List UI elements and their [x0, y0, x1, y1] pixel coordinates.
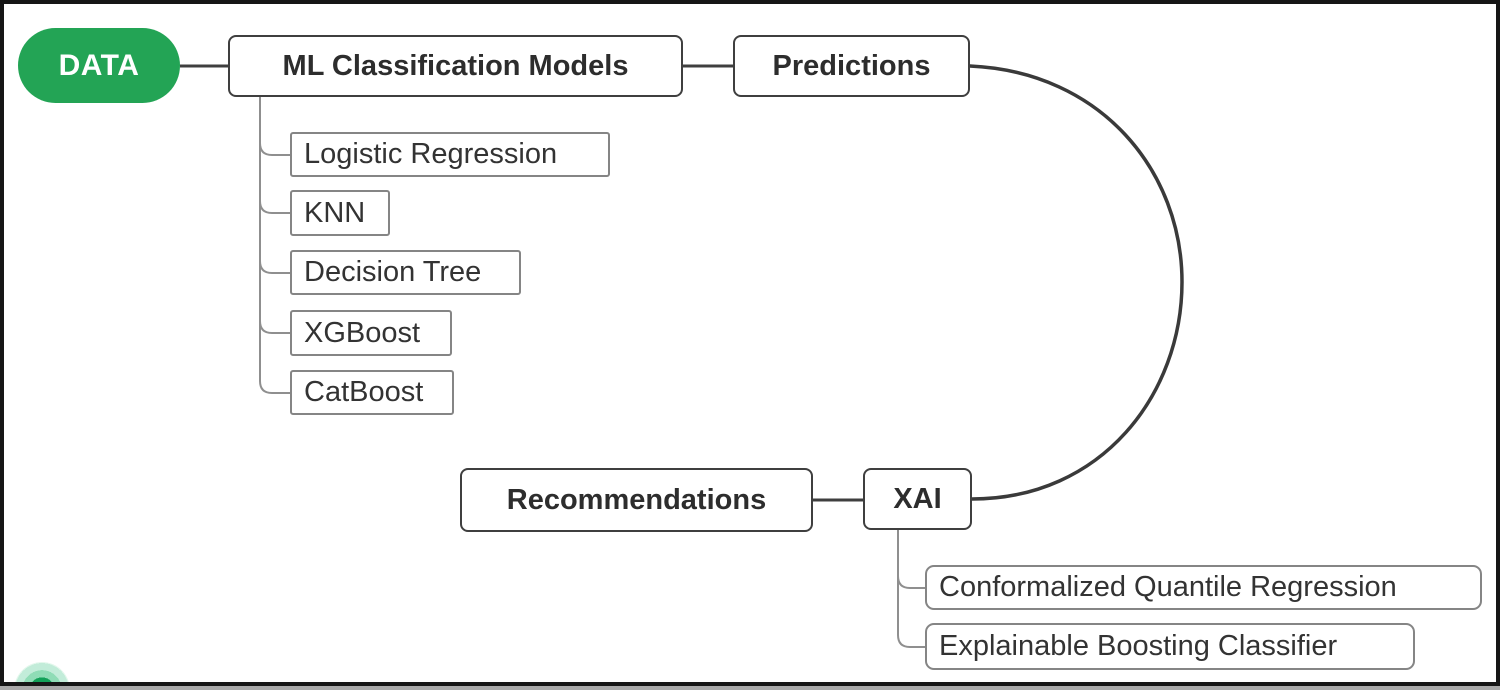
branch-catboost: [259, 380, 290, 394]
node-xai[interactable]: XAI: [863, 468, 972, 530]
node-knn[interactable]: KNN: [290, 190, 390, 236]
branch-xgboost: [259, 320, 290, 334]
node-recommendations[interactable]: Recommendations: [460, 468, 813, 532]
node-conformalized-quantile-regression[interactable]: Conformalized Quantile Regression: [925, 565, 1482, 610]
branch-knn: [259, 200, 290, 214]
link-predictions-xai-curve: [968, 64, 1184, 501]
connector-lines: [180, 64, 1184, 648]
node-decision-tree[interactable]: Decision Tree: [290, 250, 521, 295]
node-catboost[interactable]: CatBoost: [290, 370, 454, 415]
node-xgboost[interactable]: XGBoost: [290, 310, 452, 356]
node-ml-classification-models[interactable]: ML Classification Models: [228, 35, 683, 97]
branch-logistic-regression: [259, 142, 290, 156]
bottom-edge-strip: [0, 686, 1500, 690]
green-rings-logo: [14, 662, 70, 682]
node-logistic-regression[interactable]: Logistic Regression: [290, 132, 610, 177]
diagram-canvas: DATA ML Classification Models Prediction…: [4, 4, 1496, 682]
node-data[interactable]: DATA: [18, 28, 180, 103]
branch-ebc: [897, 634, 925, 648]
node-predictions[interactable]: Predictions: [733, 35, 970, 97]
branch-cqr: [897, 575, 925, 589]
branch-decision-tree: [259, 260, 290, 274]
node-explainable-boosting-classifier[interactable]: Explainable Boosting Classifier: [925, 623, 1415, 670]
